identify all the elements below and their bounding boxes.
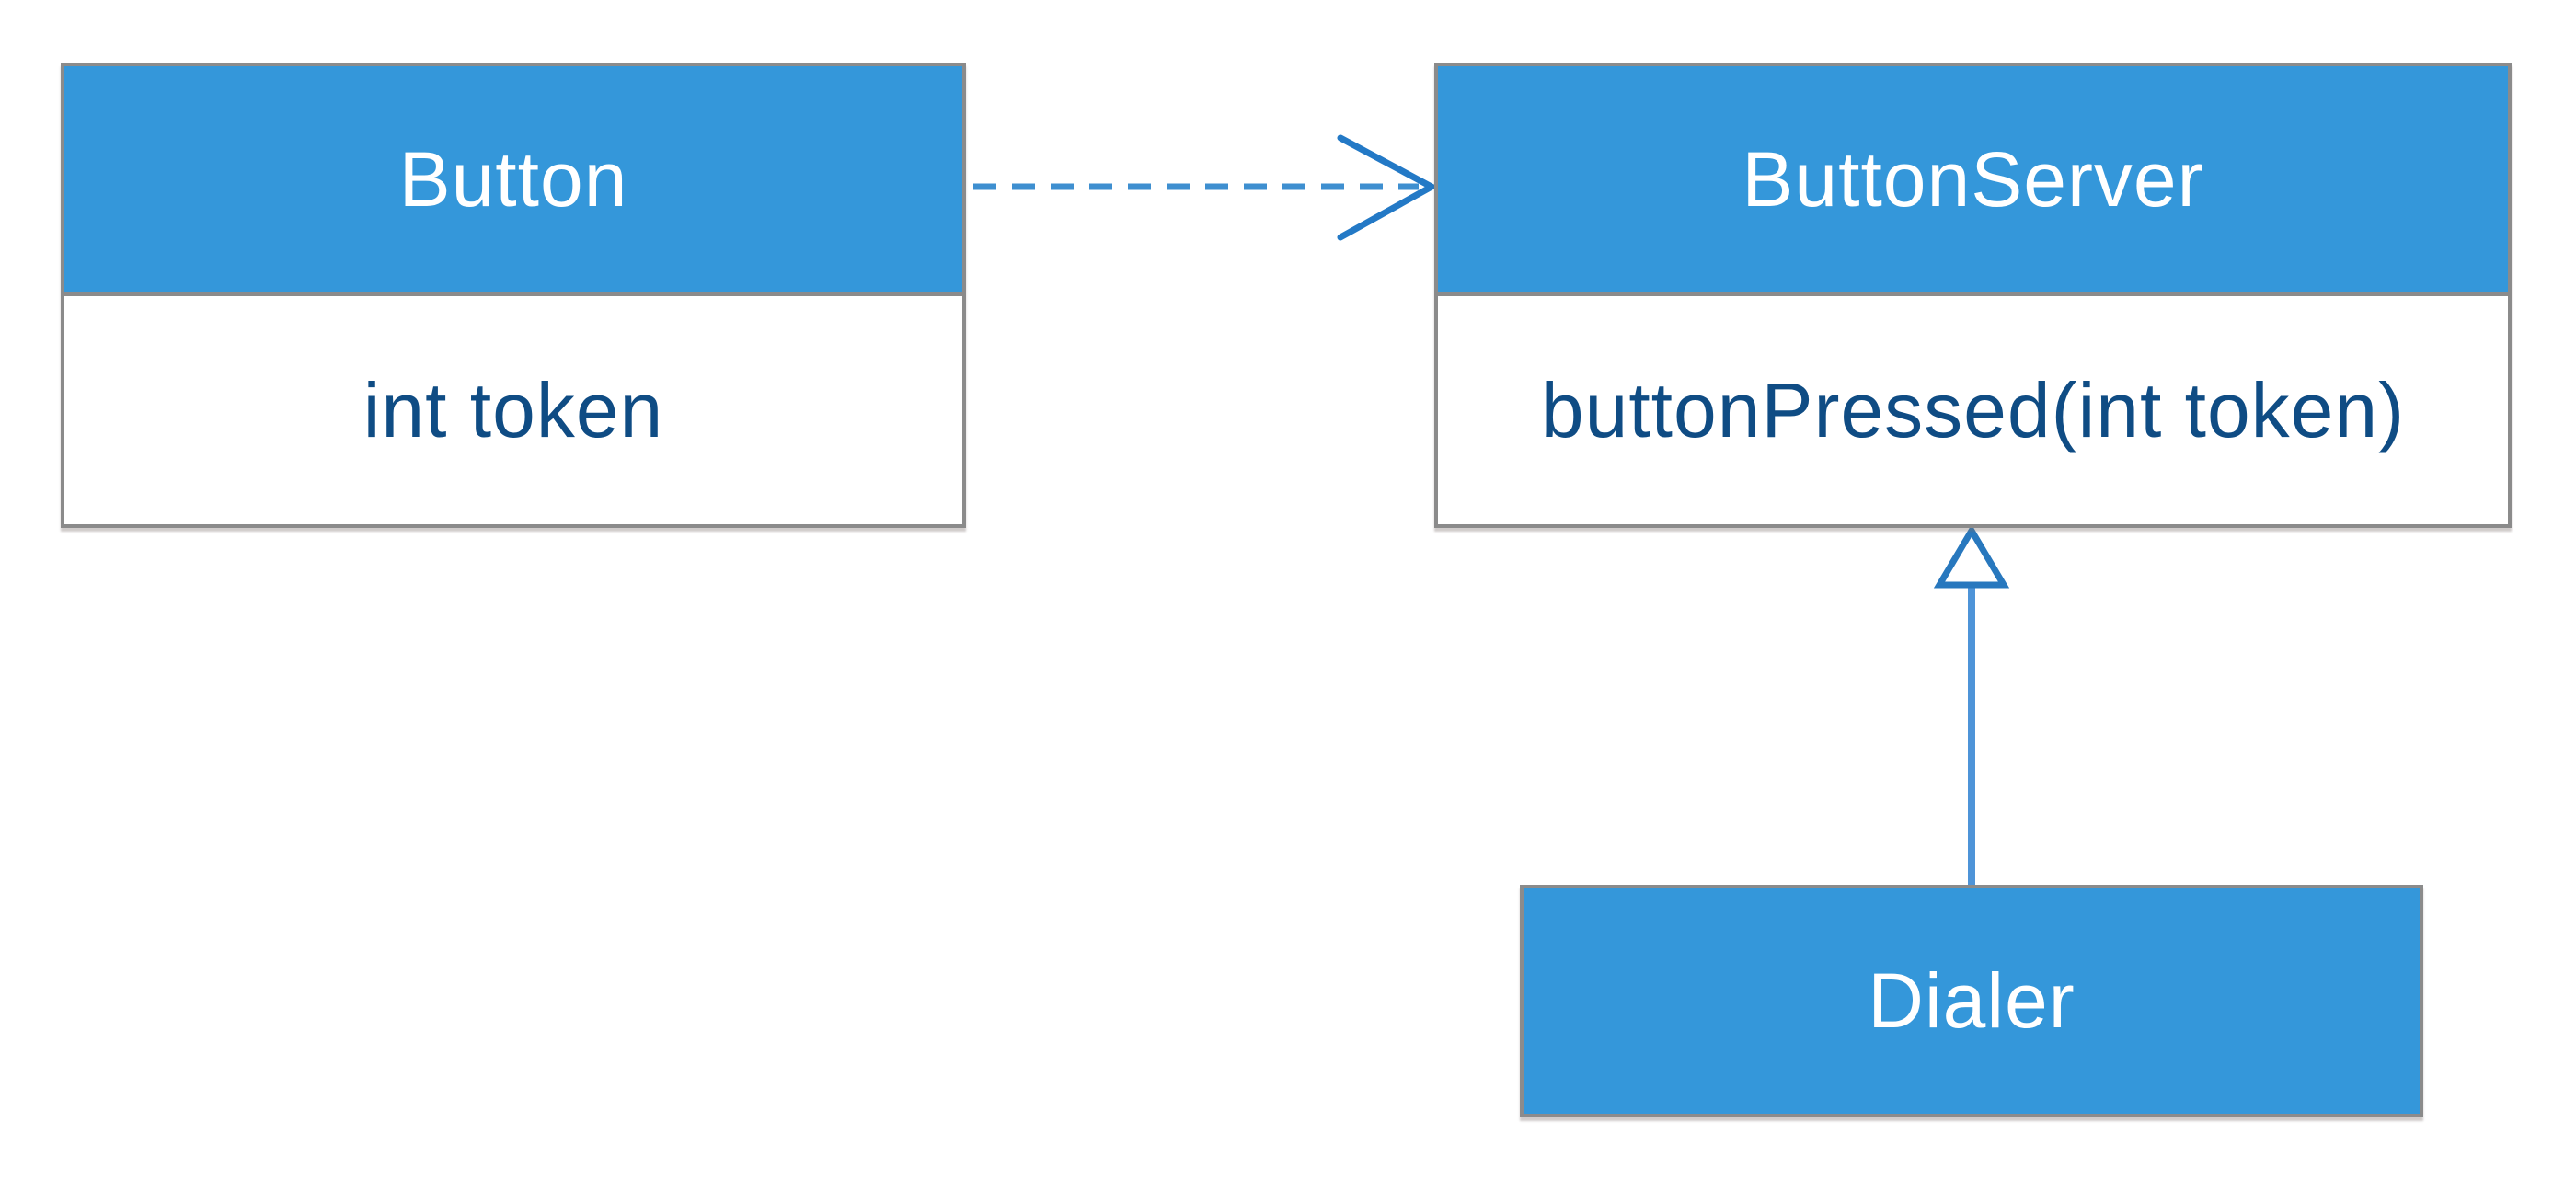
class-buttonserver-members: buttonPressed(int token) <box>1438 296 2508 524</box>
dependency-open-arrowhead-icon <box>1337 134 1439 241</box>
class-button-member: int token <box>362 366 664 453</box>
class-dialer-title-bar: Dialer <box>1524 888 2420 1114</box>
class-buttonserver-member: buttonPressed(int token) <box>1540 366 2406 453</box>
class-button-members: int token <box>64 296 962 524</box>
class-node-dialer: Dialer <box>1520 885 2423 1117</box>
hollow-triangle-arrowhead-icon <box>1933 524 2010 589</box>
class-node-buttonserver: ButtonServer buttonPressed(int token) <box>1434 63 2512 528</box>
class-button-title-bar: Button <box>64 66 962 296</box>
class-buttonserver-title-bar: ButtonServer <box>1438 66 2508 296</box>
class-node-button: Button int token <box>61 63 966 528</box>
class-button-name: Button <box>398 135 628 223</box>
class-buttonserver-name: ButtonServer <box>1742 135 2204 223</box>
class-dialer-name: Dialer <box>1868 957 2076 1044</box>
